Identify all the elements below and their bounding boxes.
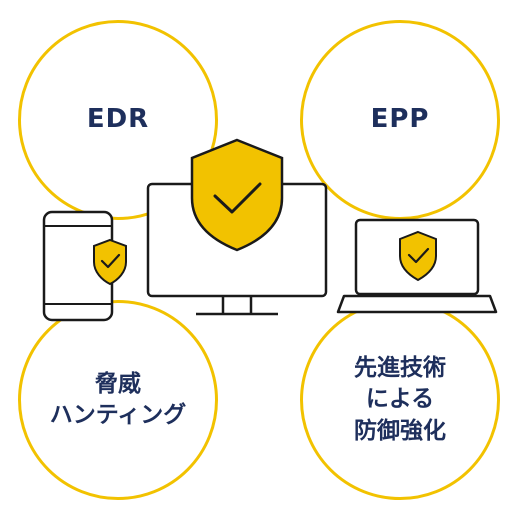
advanced-tech-label: 先進技術 による 防御強化: [354, 353, 446, 446]
threat-hunting-line-2: ハンティング: [49, 402, 187, 428]
threat-hunting-circle: 脅威 ハンティング: [18, 300, 218, 500]
threat-hunting-line-1: 脅威: [95, 370, 141, 397]
shield-check-icon: [399, 230, 437, 282]
shield-check-icon: [190, 138, 284, 252]
threat-hunting-label: 脅威 ハンティング: [50, 369, 187, 431]
edr-circle: EDR: [18, 20, 218, 220]
advanced-tech-line-3: 防御強化: [354, 417, 446, 444]
monitor-icon: [146, 138, 328, 316]
laptop-icon: [336, 218, 498, 314]
advanced-tech-circle: 先進技術 による 防御強化: [300, 300, 500, 500]
advanced-tech-line-2: による: [365, 386, 435, 413]
edr-label: EDR: [86, 104, 150, 135]
shield-check-icon: [93, 238, 127, 286]
smartphone-icon: [42, 210, 127, 322]
epp-label: EPP: [370, 104, 430, 135]
advanced-tech-line-1: 先進技術: [354, 355, 446, 382]
epp-circle: EPP: [300, 20, 500, 220]
